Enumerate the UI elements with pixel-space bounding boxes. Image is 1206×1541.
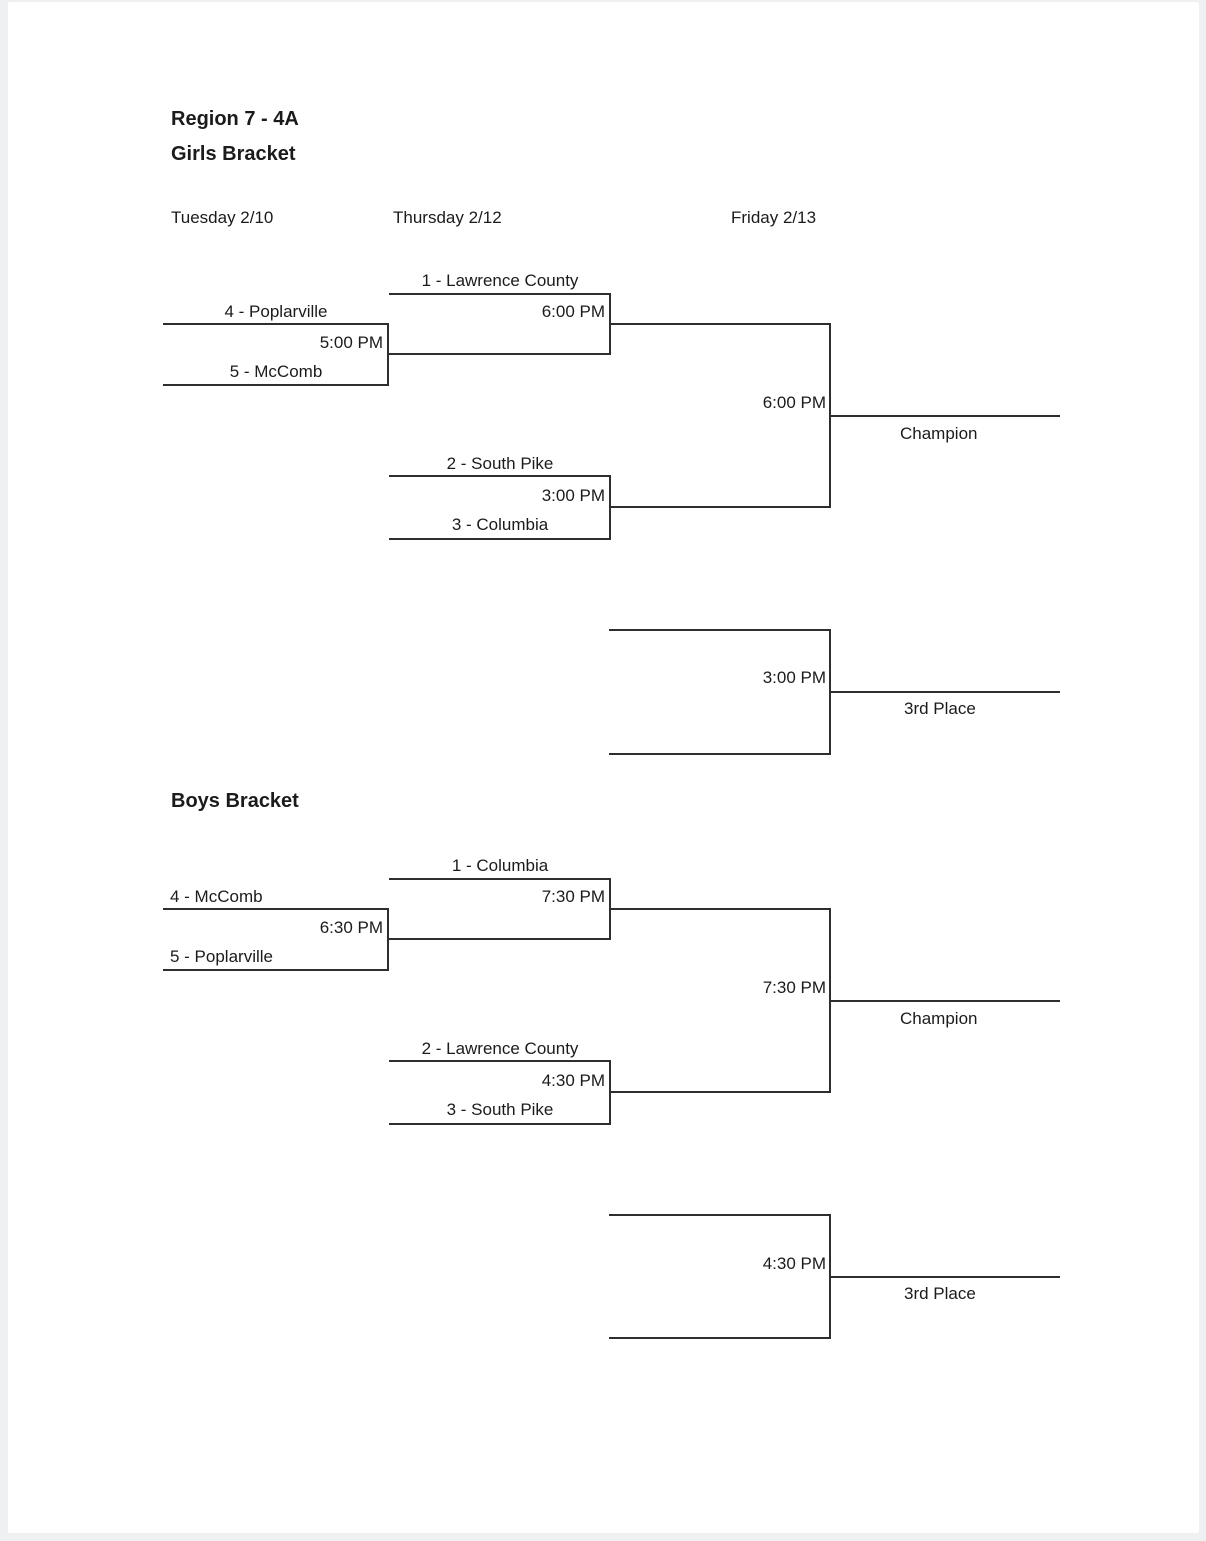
girls-bracket-heading: Girls Bracket [171,143,296,165]
boys-third-time: 4:30 PM [762,1254,826,1273]
boys-third-top-line [609,1214,831,1216]
boys-third-bottom-line [609,1337,831,1339]
girls-semifinal1-top-line [389,293,611,295]
girls-semifinal2-winner-line [609,506,831,508]
boys-semifinal1-time: 7:30 PM [541,887,605,906]
girls-semifinal2-team-top: 2 - South Pike [446,454,554,473]
boys-semifinal2-top-line [389,1060,611,1062]
boys-playin-top-line [163,908,389,910]
boys-semifinal2-team-top: 2 - Lawrence County [421,1039,579,1058]
girls-champion-label: Champion [900,424,978,443]
boys-third-label: 3rd Place [904,1284,976,1303]
girls-semifinal2-team-bottom: 3 - Columbia [451,515,549,534]
boys-bracket-heading: Boys Bracket [171,790,299,812]
boys-semifinal1-winner-line [609,908,831,910]
girls-third-label: 3rd Place [904,699,976,718]
boys-final-time: 7:30 PM [762,978,826,997]
girls-playin-bottom-line [163,384,389,386]
girls-playin-team-bottom: 5 - McComb [229,362,323,381]
date-column-thursday: Thursday 2/12 [393,208,502,227]
boys-champion-label: Champion [900,1009,978,1028]
boys-semifinal2-bottom-line [389,1123,611,1125]
girls-semifinal1-time: 6:00 PM [541,302,605,321]
girls-playin-top-line [163,323,389,325]
boys-playin-team-bottom: 5 - Poplarville [170,947,273,966]
girls-playin-team-top: 4 - Poplarville [224,302,328,321]
girls-third-winner-line [829,691,1060,693]
boys-semifinal2-team-bottom: 3 - South Pike [446,1100,554,1119]
boys-champion-line [829,1000,1060,1002]
girls-champion-line [829,415,1060,417]
boys-playin-time: 6:30 PM [319,918,383,937]
girls-third-bottom-line [609,753,831,755]
boys-playin-team-top: 4 - McComb [170,887,263,906]
boys-semifinal2-time: 4:30 PM [541,1071,605,1090]
boys-semifinal2-winner-line [609,1091,831,1093]
girls-semifinal1-team-top: 1 - Lawrence County [421,271,579,290]
date-column-friday: Friday 2/13 [731,208,817,227]
boys-playin-bottom-line [163,969,389,971]
document-page: Region 7 - 4A Girls Bracket Tuesday 2/10… [8,2,1199,1533]
girls-semifinal2-top-line [389,475,611,477]
page-title: Region 7 - 4A [171,108,299,130]
girls-third-top-line [609,629,831,631]
girls-playin-winner-line [387,353,611,355]
date-column-tuesday: Tuesday 2/10 [171,208,274,227]
girls-semifinal1-winner-line [609,323,831,325]
girls-third-time: 3:00 PM [762,668,826,687]
boys-semifinal1-top-line [389,878,611,880]
boys-third-winner-line [829,1276,1060,1278]
girls-semifinal2-bottom-line [389,538,611,540]
boys-playin-winner-line [387,938,611,940]
boys-semifinal1-team-top: 1 - Columbia [451,856,549,875]
girls-semifinal2-time: 3:00 PM [541,486,605,505]
girls-final-time: 6:00 PM [762,393,826,412]
girls-playin-time: 5:00 PM [319,333,383,352]
